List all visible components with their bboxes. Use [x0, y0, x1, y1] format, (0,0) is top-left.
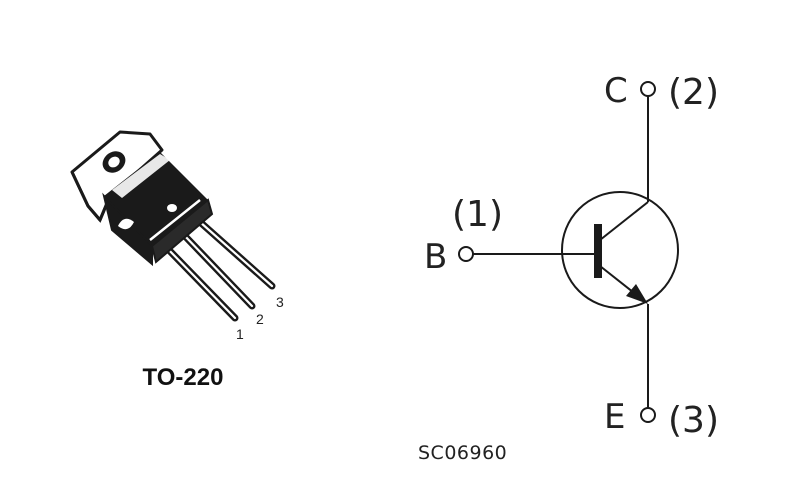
package-body [102, 152, 214, 267]
emitter-label: E [604, 397, 625, 437]
base-terminal [458, 246, 474, 262]
base-pin-label: (1) [452, 194, 503, 235]
pin-number-3: 3 [276, 294, 284, 310]
pin-number-2: 2 [256, 311, 264, 327]
lead-2-highlight [181, 232, 254, 308]
body-dimple [167, 204, 177, 212]
package-tab [70, 130, 164, 223]
collector-terminal [640, 81, 656, 97]
emitter-terminal [640, 407, 656, 423]
transistor-envelope [561, 191, 679, 309]
pin-number-1: 1 [236, 326, 244, 342]
lead-3-highlight [198, 220, 274, 288]
collector-junction [599, 201, 649, 241]
emitter-pin-label: (3) [668, 400, 719, 441]
emitter-arrow [626, 284, 648, 304]
package-name: TO-220 [142, 364, 224, 391]
package-leads [161, 218, 276, 322]
base-label: B [424, 237, 447, 277]
collector-label: C [604, 71, 628, 111]
lead-1-highlight [163, 244, 237, 320]
collector-pin-label: (2) [668, 72, 719, 113]
drawing-code: SC06960 [418, 442, 508, 464]
